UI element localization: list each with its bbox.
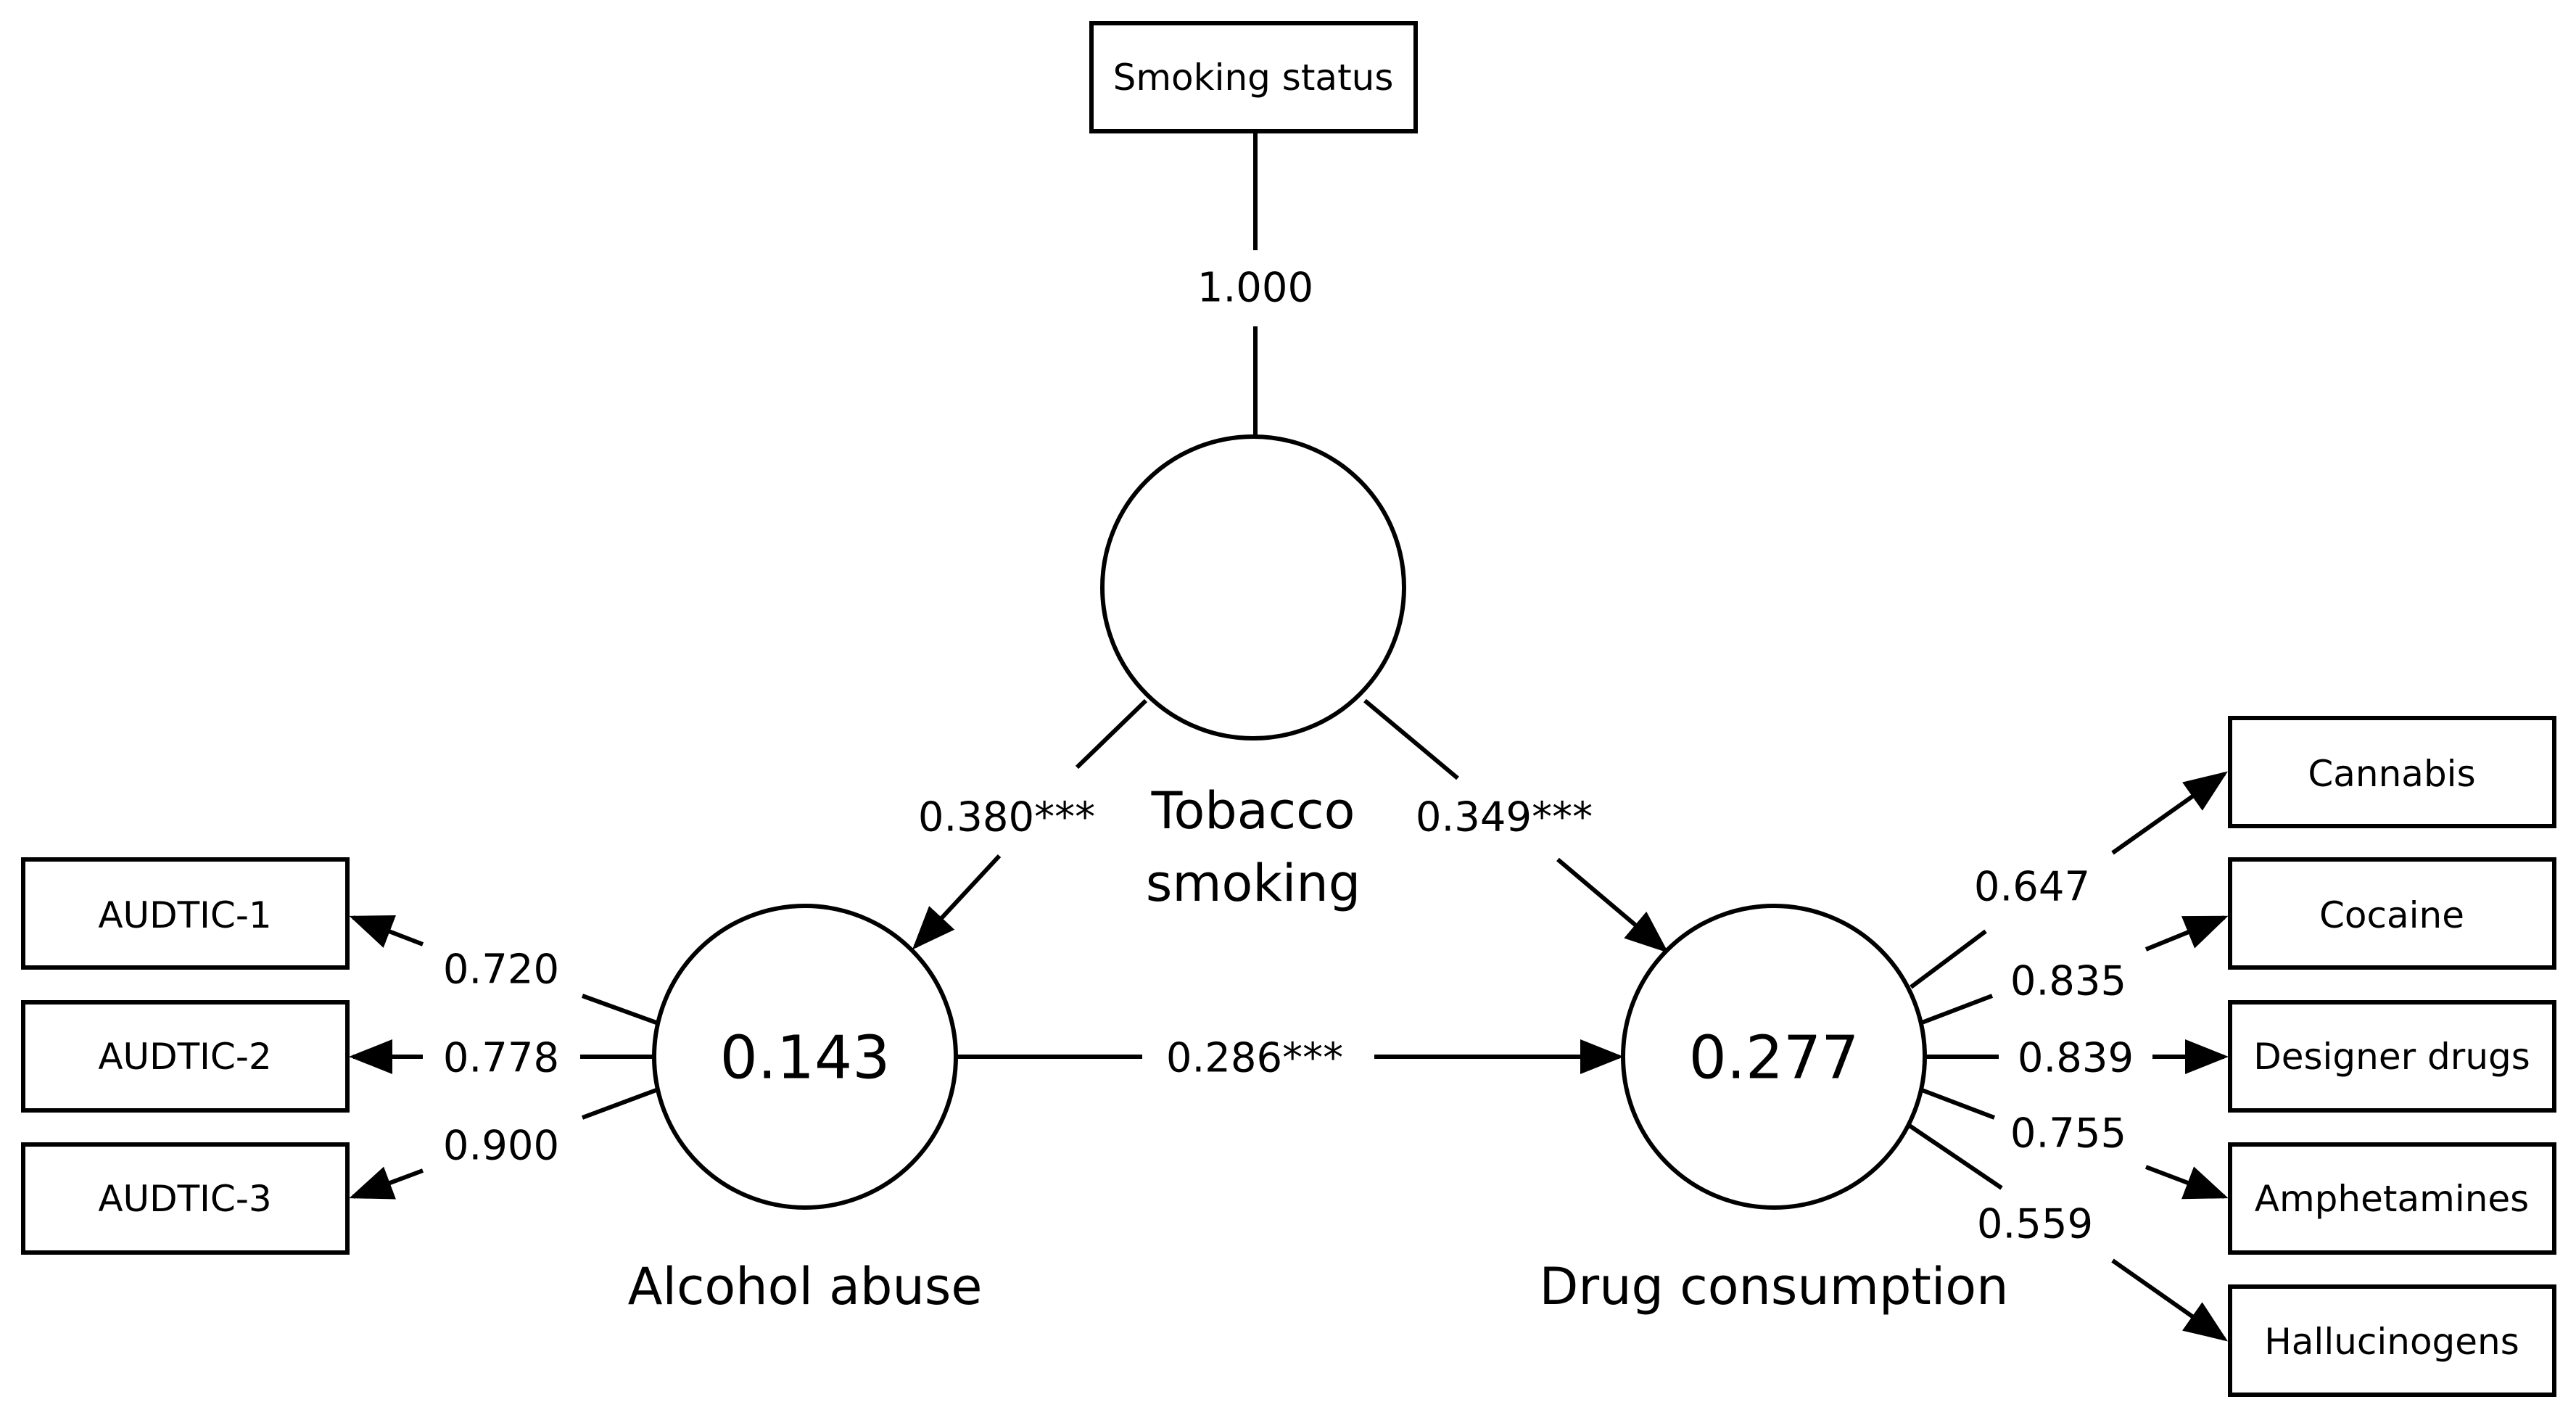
indicator-box-audtic-1 <box>21 857 350 970</box>
loading-line-audtic-3-outer <box>349 1166 424 1200</box>
loading-line-audtic-1-inner <box>581 994 658 1025</box>
indicator-box-amphetamines <box>2228 1142 2556 1255</box>
r2-alcohol-abuse: 0.143 <box>720 1024 891 1093</box>
construct-name-drug-consumption: Drug consumption <box>1540 1257 2009 1316</box>
loading-line-cocaine-inner <box>1920 994 1994 1025</box>
indicator-label-audtic-2: AUDTIC-2 <box>98 1036 271 1078</box>
loading-line-hallucinogens-inner <box>1906 1122 2003 1190</box>
loading-label-designer-drugs: 0.839 <box>2018 1035 2134 1082</box>
loading-line-audtic-1-outer <box>349 915 424 948</box>
loading-label-audtic-2: 0.778 <box>443 1035 559 1082</box>
loading-line-amphetamines-inner <box>1920 1088 1996 1120</box>
indicator-label-designer-drugs: Designer drugs <box>2253 1036 2530 1078</box>
loading-line-audtic-3-inner <box>581 1088 658 1120</box>
indicator-box-smoking-status <box>1089 21 1418 133</box>
loading-label-smoking-status: 1.000 <box>1197 265 1313 312</box>
path-coefficient-tobacco-drug: 0.349*** <box>1416 794 1593 841</box>
construct-name-alcohol-abuse: Alcohol abuse <box>628 1257 983 1316</box>
path-tobacco-drug-upper <box>1363 698 1459 780</box>
r2-drug-consumption: 0.277 <box>1689 1024 1859 1093</box>
indicator-label-cocaine: Cocaine <box>2319 894 2464 936</box>
path-tobacco-alcohol-lower <box>912 854 1002 950</box>
indicator-box-cannabis <box>2228 716 2556 828</box>
indicator-label-smoking-status: Smoking status <box>1113 57 1394 99</box>
construct-name-tobacco-line2: smoking <box>1146 854 1361 913</box>
path-coefficient-alcohol-drug: 0.286*** <box>1166 1035 1343 1082</box>
indicator-label-hallucinogens: Hallucinogens <box>2264 1321 2519 1363</box>
loading-label-cannabis: 0.647 <box>1974 864 2090 911</box>
indicator-box-audtic-3 <box>21 1142 350 1255</box>
path-tobacco-alcohol-upper <box>1075 698 1148 770</box>
latent-circle-tobacco-smoking <box>1100 434 1406 740</box>
indicator-box-audtic-2 <box>21 1000 350 1113</box>
loading-label-hallucinogens: 0.559 <box>1977 1201 2093 1248</box>
loading-label-amphetamines: 0.755 <box>2010 1110 2126 1158</box>
indicator-label-audtic-3: AUDTIC-3 <box>98 1178 271 1220</box>
loading-label-audtic-3: 0.900 <box>443 1123 559 1170</box>
latent-circle-drug-consumption <box>1621 904 1927 1210</box>
indicator-box-designer-drugs <box>2228 1000 2556 1113</box>
loading-label-cocaine: 0.835 <box>2010 958 2126 1005</box>
indicator-label-amphetamines: Amphetamines <box>2255 1178 2529 1220</box>
indicator-label-cannabis: Cannabis <box>2308 753 2475 795</box>
loading-line-amphetamines-outer <box>2144 1165 2229 1200</box>
loading-line-hallucinogens-outer <box>2111 1258 2228 1342</box>
path-tobacco-drug-lower <box>1556 857 1669 953</box>
loading-line-cannabis-outer <box>2111 771 2228 855</box>
loading-line-cannabis-inner <box>1910 929 1987 989</box>
indicator-label-audtic-1: AUDTIC-1 <box>98 894 271 936</box>
path-coefficient-tobacco-alcohol: 0.380*** <box>918 794 1095 841</box>
loading-label-audtic-1: 0.720 <box>443 946 559 994</box>
loading-line-cocaine-outer <box>2144 915 2229 952</box>
indicator-box-cocaine <box>2228 857 2556 970</box>
indicator-box-hallucinogens <box>2228 1284 2556 1397</box>
construct-name-tobacco-line1: Tobacco <box>1151 781 1355 841</box>
